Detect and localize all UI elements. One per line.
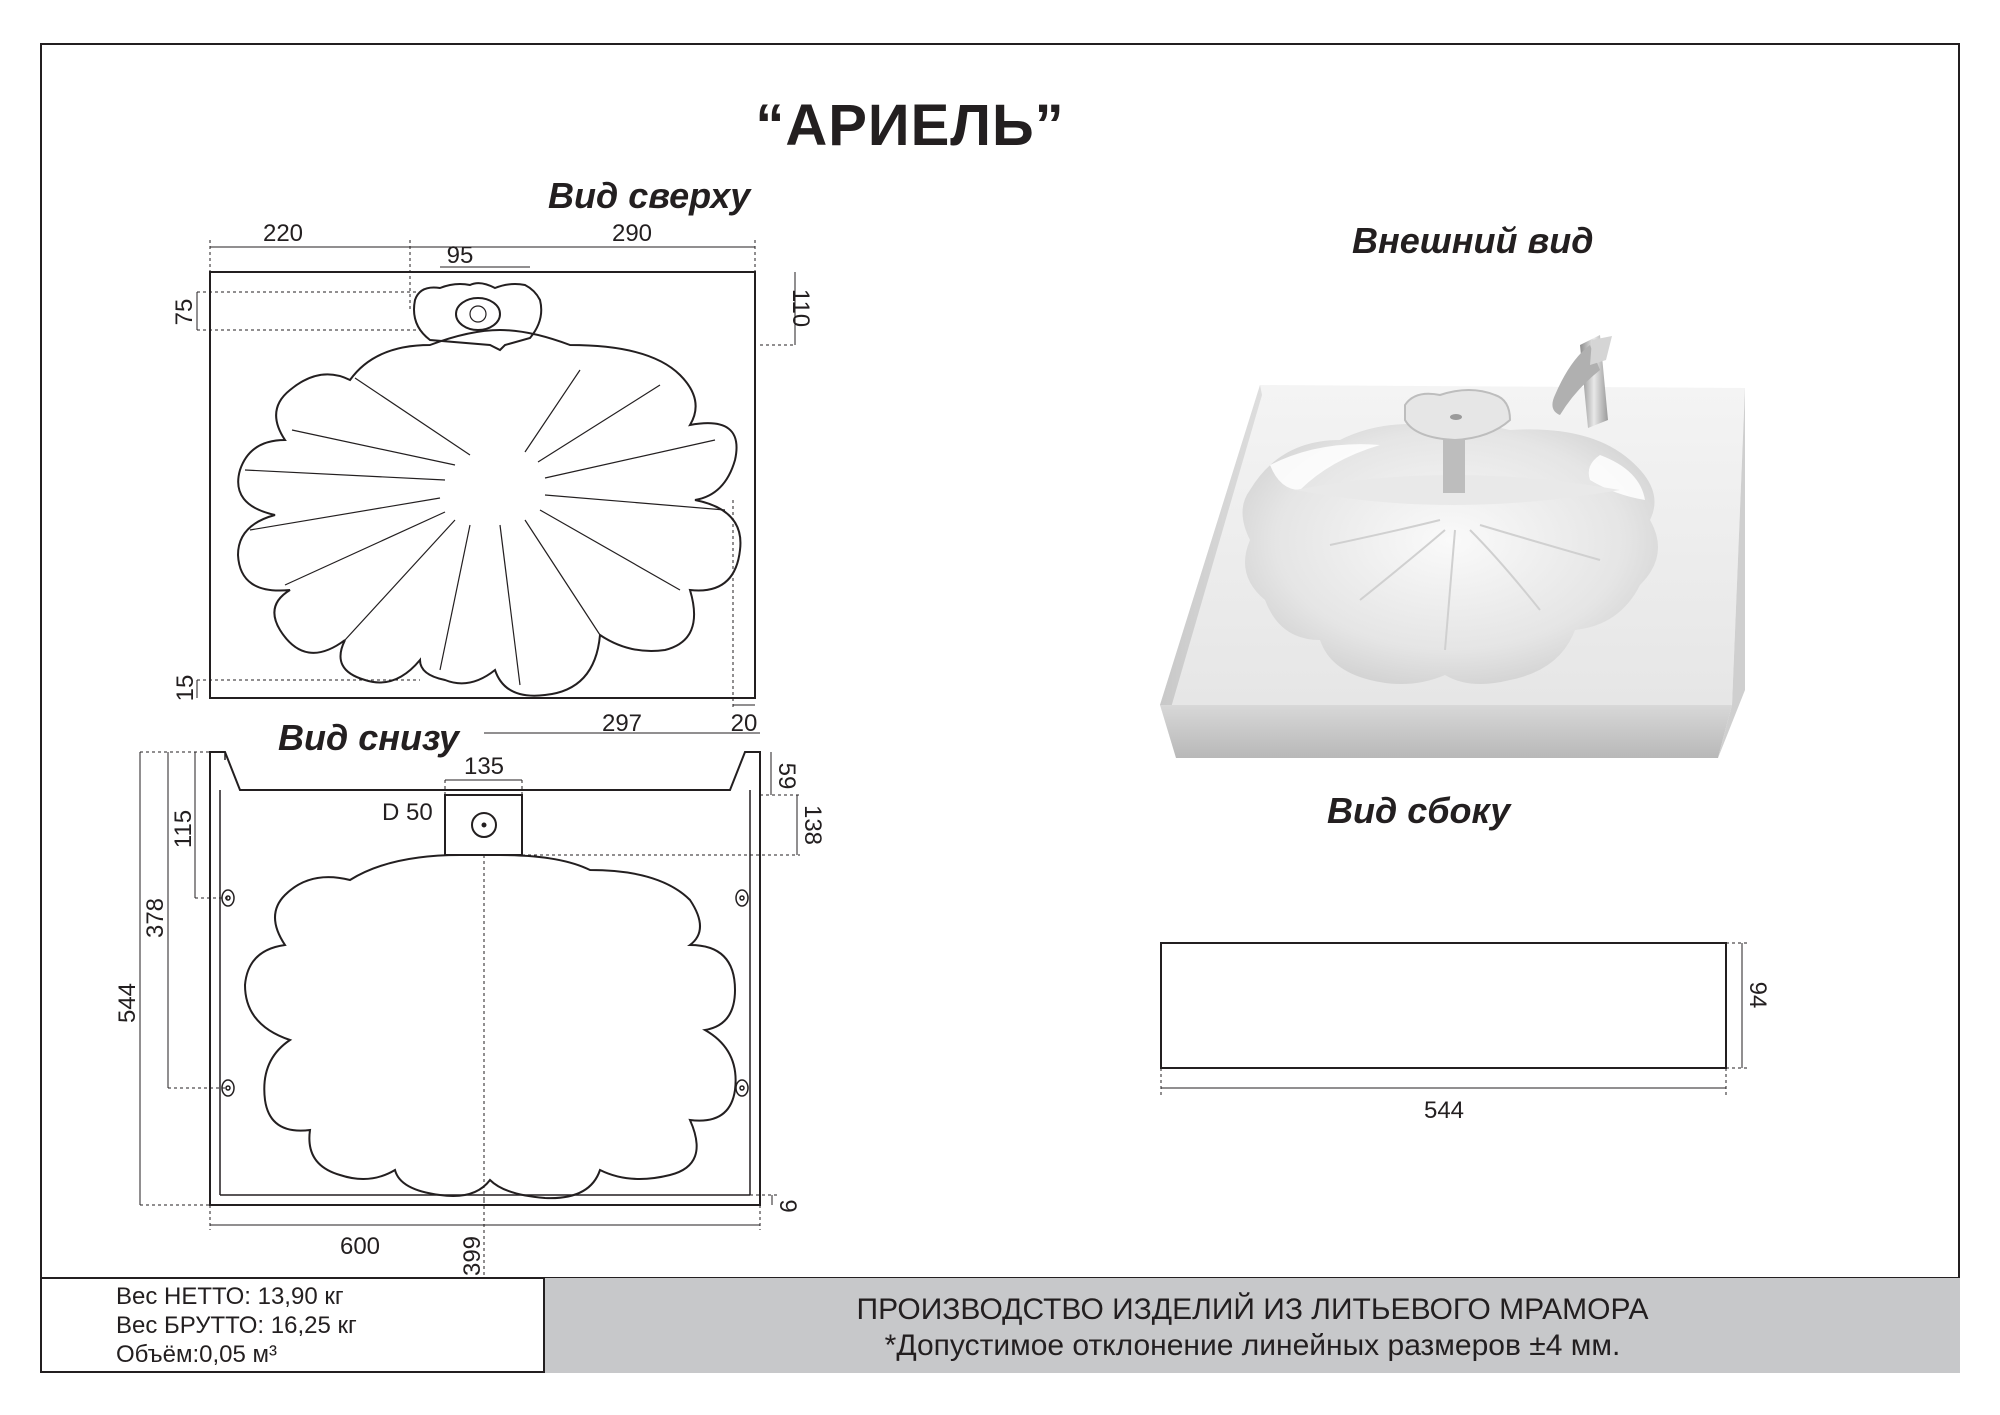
top-view-label: Вид сверху <box>548 175 751 216</box>
side-view-label: Вид сбоку <box>1327 790 1511 831</box>
dim-bottom-center: 399 <box>459 1236 486 1276</box>
dim-bottom-width: 600 <box>340 1233 380 1260</box>
net-weight: Вес НЕТТО: 13,90 кг <box>116 1283 344 1310</box>
dim-side-height: 94 <box>1744 982 1771 1009</box>
dim-top-left-width: 220 <box>263 220 303 247</box>
exterior-render <box>1160 335 1745 758</box>
dim-bottom-hole-depth: 138 <box>799 805 826 845</box>
dim-bottom-mount-span: 378 <box>142 898 169 938</box>
dim-top-hole-offset: 75 <box>171 299 198 326</box>
tolerance-note: *Допустимое отклонение линейных размеров… <box>884 1329 1621 1362</box>
dim-bottom-right-width: 297 <box>602 710 642 737</box>
dim-bottom-top-to-mount: 115 <box>170 810 197 848</box>
dim-top-right-width: 290 <box>612 220 652 247</box>
bottom-view-dimensions <box>139 732 800 1275</box>
top-view-dimensions <box>196 240 796 708</box>
dim-bottom-margin: 9 <box>774 1199 801 1212</box>
dim-bottom-hole-offset: 59 <box>773 763 800 790</box>
volume: Объём:0,05 м³ <box>116 1341 278 1368</box>
company-name: ПРОИЗВОДСТВО ИЗДЕЛИЙ ИЗ ЛИТЬЕВОГО МРАМОР… <box>856 1293 1649 1326</box>
top-view <box>209 271 756 699</box>
bottom-view <box>209 751 761 1206</box>
bottom-view-label: Вид снизу <box>278 717 460 758</box>
dim-side-length: 544 <box>1424 1097 1464 1124</box>
dim-top-hole-depth: 110 <box>787 289 814 327</box>
gross-weight: Вес БРУТТО: 16,25 кг <box>116 1312 357 1339</box>
exterior-view-label: Внешний вид <box>1352 220 1594 261</box>
dim-top-hole-width: 95 <box>447 242 474 269</box>
dim-bottom-hole-diameter: D 50 <box>382 799 433 826</box>
dim-bottom-hole-width: 135 <box>464 753 504 780</box>
specs-box: Вес НЕТТО: 13,90 кг Вес БРУТТО: 16,25 кг… <box>40 1278 545 1373</box>
dim-bottom-depth: 544 <box>114 983 141 1023</box>
product-title: “АРИЕЛЬ” <box>755 93 1065 158</box>
company-box: ПРОИЗВОДСТВО ИЗДЕЛИЙ ИЗ ЛИТЬЕВОГО МРАМОР… <box>545 1278 1960 1373</box>
dim-top-bottom-margin: 15 <box>172 675 199 702</box>
side-view-dimensions <box>1160 942 1748 1095</box>
side-view <box>1160 942 1727 1069</box>
